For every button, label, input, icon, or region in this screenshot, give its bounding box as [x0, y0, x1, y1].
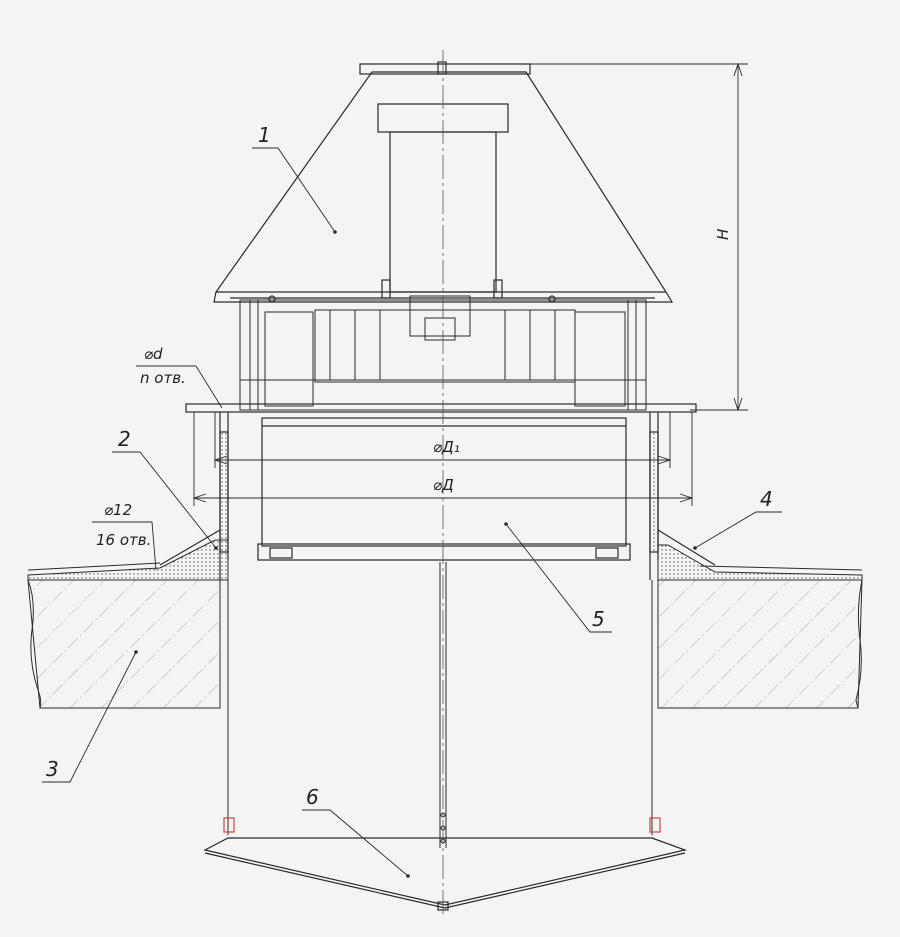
- callout-leaders: [42, 147, 782, 877]
- callout-2: 2: [118, 427, 131, 451]
- callout-6: 6: [306, 785, 319, 809]
- drip-tray: [203, 817, 688, 911]
- roof-slab: [27, 579, 863, 709]
- dimension-d1: [213, 412, 672, 468]
- roof-covering: [27, 539, 863, 581]
- hole-leader: [136, 365, 223, 409]
- dimension-h: [530, 62, 748, 412]
- dimension-d-label: ⌀Д: [433, 476, 454, 494]
- dimension-h-label: H: [714, 229, 732, 240]
- bolt-leader: [92, 521, 157, 571]
- roof-break-lines: [27, 579, 863, 709]
- dimension-d: [192, 412, 694, 506]
- hole-count-label: n отв.: [140, 369, 186, 387]
- bolt-count-label: 16 отв.: [96, 531, 151, 549]
- callout-dots: [134, 230, 697, 878]
- callout-5: 5: [592, 607, 605, 631]
- hole-diameter-label: ⌀d: [144, 345, 163, 363]
- callout-3: 3: [46, 757, 59, 781]
- callout-1: 1: [258, 123, 271, 147]
- bolt-diameter-label: ⌀12: [104, 501, 132, 519]
- mounting-sleeve: [159, 403, 716, 580]
- duct: [227, 562, 653, 848]
- dimension-d1-label: ⌀Д₁: [433, 438, 460, 456]
- callout-4: 4: [760, 487, 773, 511]
- fan-drum: [257, 417, 631, 561]
